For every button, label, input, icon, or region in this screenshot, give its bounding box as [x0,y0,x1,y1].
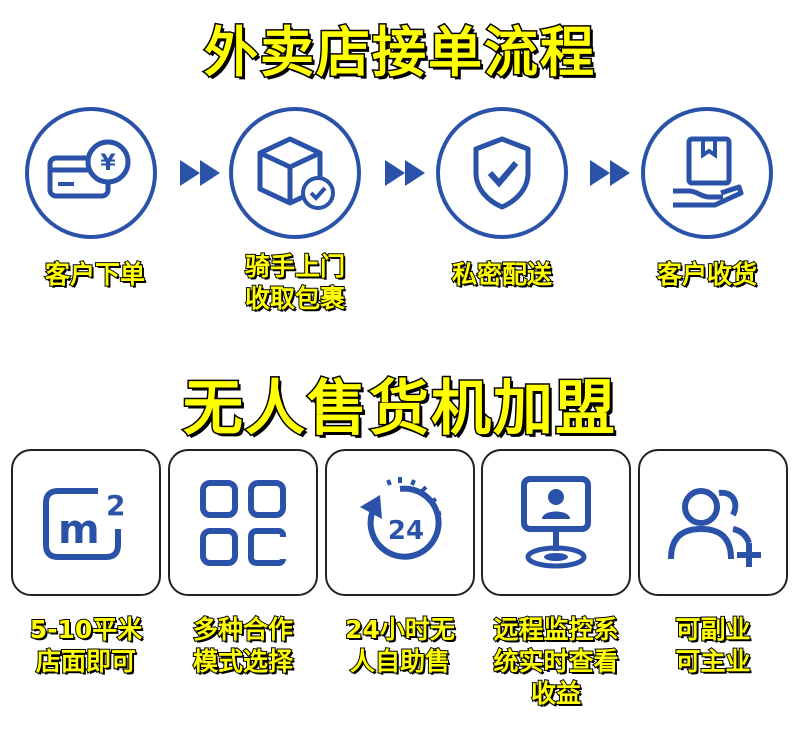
feature-label-24h: 24小时无 人自助售 [344,614,456,677]
svg-text:¥: ¥ [100,151,116,176]
arrow-right-icon [180,160,220,186]
arrow-right-icon [590,160,630,186]
feature-label-monitor: 远程监控系 统实时查看 收益 [492,614,619,709]
arrow-right-icon [385,160,425,186]
svg-text:2: 2 [106,489,125,522]
feature-space-card: m 2 [11,449,161,596]
feature-label-coop: 多种合作 模式选择 [192,614,294,677]
step-pickup-circle [229,107,361,239]
feature-monitor-card [481,449,631,596]
svg-text:24: 24 [388,516,424,546]
grid-apps-icon [200,479,286,566]
clock-24-icon: 24 [360,476,442,560]
hand-box-icon [673,136,744,208]
shield-check-icon [473,136,531,210]
svg-text:m: m [58,507,100,553]
step-order-circle: ¥ [25,107,157,239]
step-delivery-circle [436,107,568,239]
feature-coop-card [168,449,318,596]
credit-card-yen-icon: ¥ [47,139,131,199]
feature-label-parttime: 可副业 可主业 [674,614,751,677]
step-label-order: 客户下单 [44,259,146,290]
square-meter-icon: m 2 [43,487,125,560]
feature-24h-card: 24 [325,449,475,596]
feature-parttime-card [638,449,788,596]
remote-monitor-location-icon [521,475,591,568]
package-check-icon [257,136,335,210]
process-title: 外卖店接单流程 [203,20,596,86]
step-receive-circle [641,107,773,239]
feature-label-space: 5-10平米 店面即可 [29,614,144,677]
franchise-title: 无人售货机加盟 [182,373,617,446]
step-label-receive: 客户收货 [656,259,758,290]
step-label-delivery: 私密配送 [451,259,553,290]
step-label-pickup: 骑手上门 收取包裹 [244,251,346,314]
users-add-icon [668,487,761,567]
